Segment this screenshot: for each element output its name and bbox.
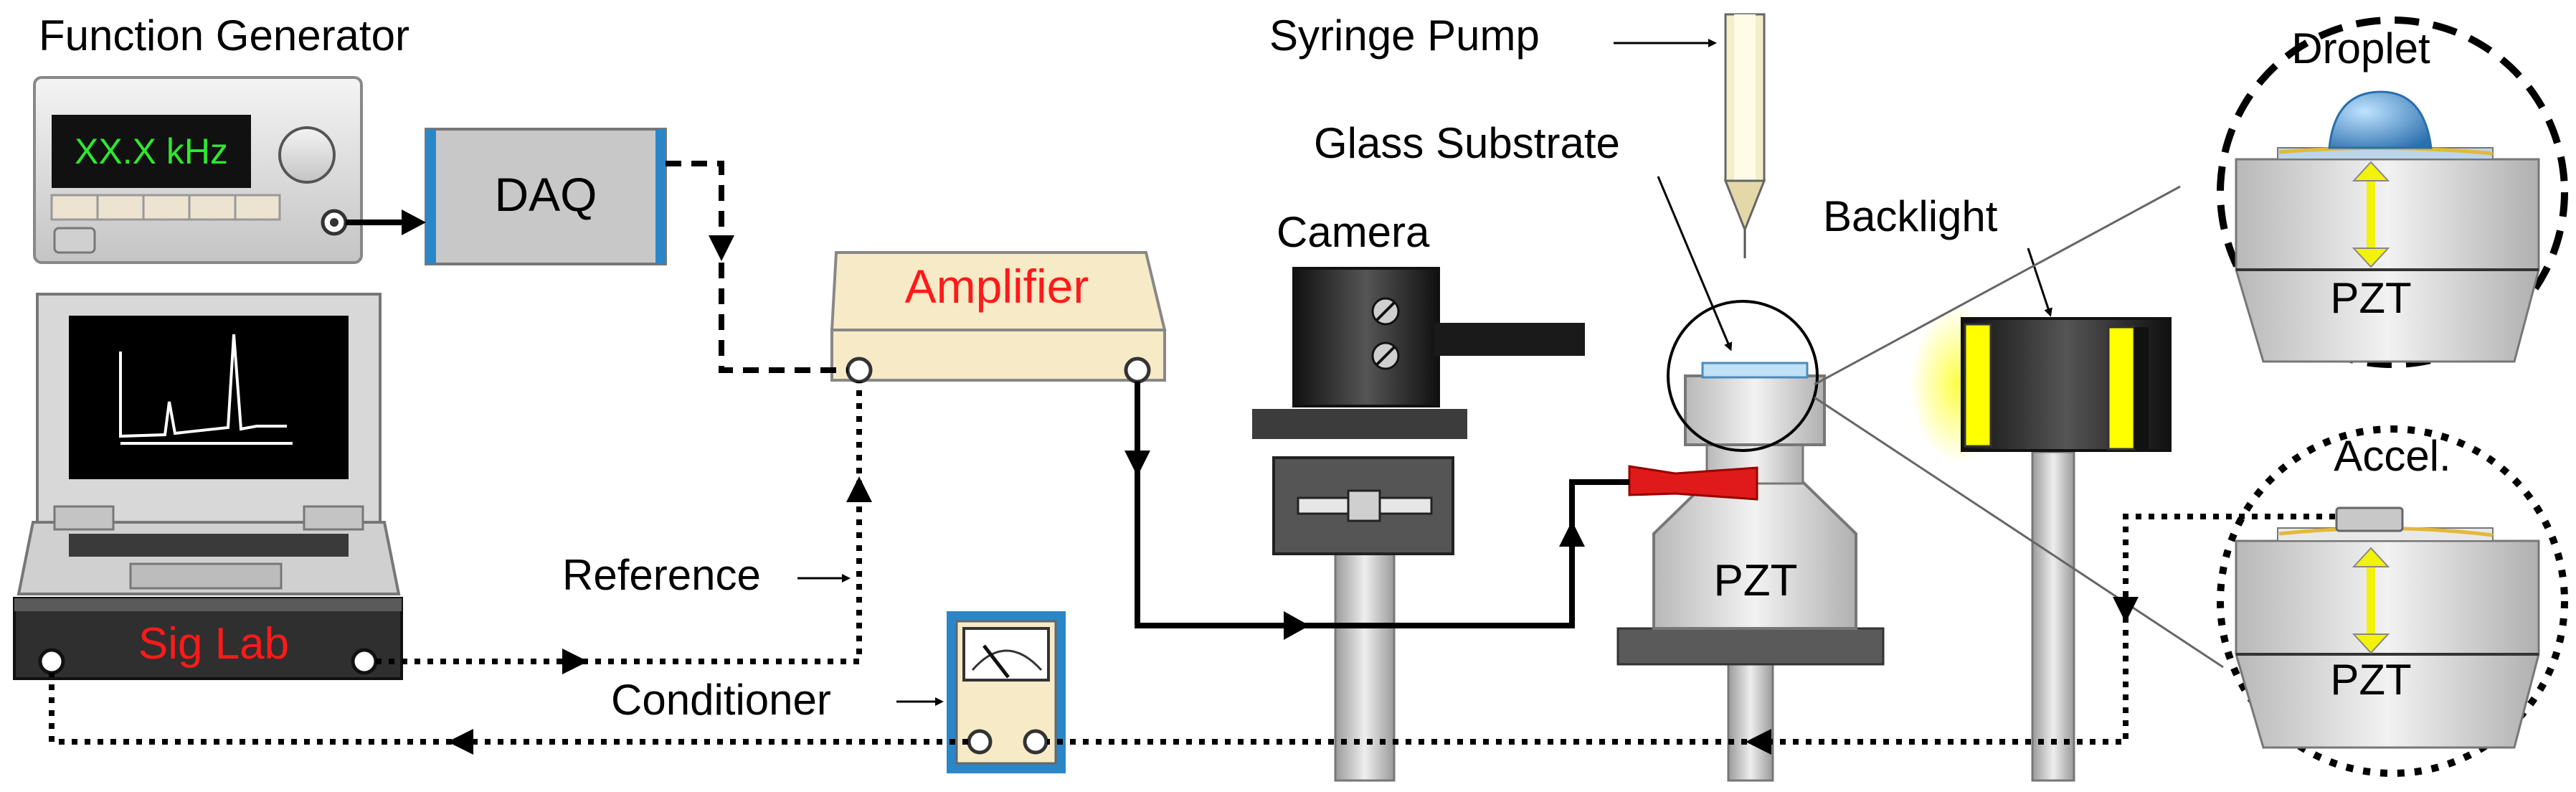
arrow-icon — [1559, 521, 1585, 547]
daq-label: DAQ — [494, 168, 597, 221]
arrow-icon — [2113, 597, 2139, 623]
camera-label: Camera — [1277, 208, 1430, 256]
magnifier-circle — [1667, 300, 1819, 452]
gauge — [962, 627, 1050, 682]
function-generator-label: Function Generator — [39, 11, 409, 60]
bnc-connector-icon — [967, 729, 993, 755]
laptop-touchpad — [129, 562, 283, 590]
arrow-icon — [1746, 729, 1771, 755]
daq-unit: DAQ — [425, 128, 667, 265]
reference-label: Reference — [562, 551, 761, 599]
pzt-stage: PZT — [1616, 300, 1885, 782]
syringe — [1723, 13, 1766, 258]
wire-accel-conditioner — [1047, 514, 2335, 745]
conditioner — [947, 611, 1066, 773]
arrow-icon — [1657, 176, 1733, 352]
droplet-icon — [2328, 90, 2433, 149]
syringe-pump-label: Syringe Pump — [1269, 11, 1540, 60]
pzt-main-label: PZT — [1713, 556, 1797, 605]
laptop-screen — [69, 316, 349, 479]
accelerometer — [2335, 506, 2404, 532]
spectrum-trace — [119, 334, 287, 438]
pzt-inset-bottom-label: PZT — [2330, 656, 2411, 704]
amplifier: Amplifier — [830, 251, 1167, 384]
camera-assembly — [1252, 267, 1585, 782]
conditioner-label: Conditioner — [611, 676, 831, 724]
arrow-icon — [1284, 611, 1310, 640]
wire-reference — [376, 382, 862, 664]
bnc-connector-icon — [846, 357, 873, 384]
power-button[interactable] — [53, 227, 96, 254]
arrow-icon — [402, 209, 426, 235]
glass-substrate — [1701, 362, 1809, 379]
arrow-icon — [2027, 248, 2052, 317]
bnc-connector-icon — [1023, 729, 1048, 755]
laptop: Sig Lab — [13, 293, 403, 680]
accel-label: Accel. — [2334, 432, 2450, 480]
arrow-icon — [1124, 451, 1150, 476]
arrow-icon — [846, 476, 872, 502]
arrow-icon — [562, 649, 588, 674]
laptop-keyboard — [69, 534, 349, 557]
red-connector — [1628, 465, 1758, 501]
amplifier-label: Amplifier — [905, 260, 1089, 313]
wire-conditioner-siglab — [49, 673, 968, 745]
backlight-label: Backlight — [1823, 192, 1998, 240]
pzt-inset-top-label: PZT — [2330, 274, 2411, 322]
inset-accel: Accel. PZT — [2217, 425, 2568, 777]
fg-display-text: XX.X kHz — [75, 131, 228, 171]
bnc-connector-icon — [1124, 357, 1151, 384]
bnc-connector-icon — [38, 648, 65, 675]
bnc-connector-icon — [351, 648, 378, 675]
wire-daq-amplifier — [666, 161, 848, 373]
gauge-needle-icon — [982, 644, 1010, 679]
wire-amplifier-pzt — [1135, 382, 1629, 628]
knob-icon[interactable] — [278, 126, 336, 184]
inset-droplet: Droplet PZT — [2217, 16, 2568, 368]
arrow-icon — [448, 729, 473, 755]
function-generator: XX.X kHz — [33, 76, 363, 264]
sig-lab-label: Sig Lab — [138, 619, 289, 669]
arrow-icon — [709, 235, 734, 261]
droplet-label: Droplet — [2291, 24, 2430, 72]
backlight — [1910, 306, 2172, 782]
fg-display — [52, 115, 251, 188]
glass-substrate-label: Glass Substrate — [1314, 119, 1620, 167]
